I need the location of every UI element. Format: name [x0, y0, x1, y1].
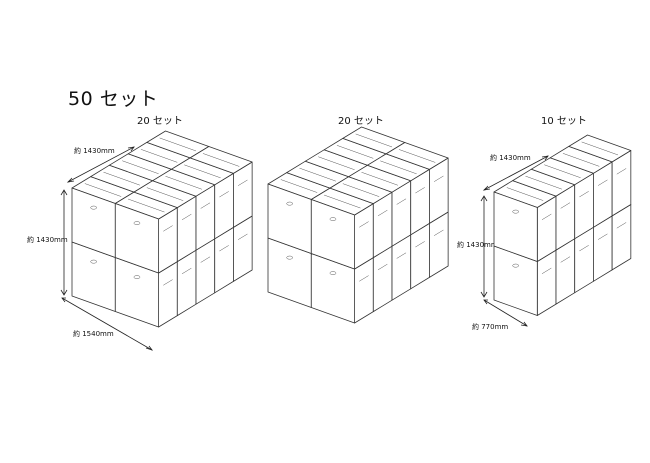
front-box-face — [310, 199, 356, 270]
handle-hole — [329, 217, 337, 221]
group-1-dimension-lines — [60, 146, 154, 351]
handle-hole — [133, 275, 141, 279]
group-1-label: 20 セット — [137, 116, 183, 127]
group-2-label: 20 セット — [338, 116, 384, 127]
handle-hole — [286, 255, 293, 260]
handle-hole — [329, 271, 337, 275]
page-title: 50 セット — [68, 88, 159, 110]
handle-hole — [286, 201, 293, 206]
group-1-depth-dimension: 約 1430mm — [74, 147, 115, 155]
group-1-height-dimension: 約 1430mm — [27, 236, 68, 244]
group-3-height-dimension: 約 1430mm — [457, 241, 498, 249]
handle-hole — [512, 209, 519, 214]
group-3-width-dimension: 約 770mm — [472, 323, 509, 331]
group-3-dimension-lines — [480, 155, 549, 327]
front-box-face — [114, 203, 160, 274]
handle-hole — [90, 205, 97, 210]
group-1-width-dimension: 約 1540mm — [73, 330, 114, 338]
group-3-depth-dimension: 約 1430mm — [490, 154, 531, 162]
handle-hole — [512, 263, 519, 268]
front-box-face — [493, 191, 538, 262]
stack-group-3 — [493, 134, 632, 316]
group-3-label: 10 セット — [541, 116, 587, 127]
handle-hole — [90, 259, 97, 264]
stack-group-1 — [71, 130, 253, 328]
stack-group-2 — [267, 126, 449, 324]
handle-hole — [133, 221, 141, 225]
